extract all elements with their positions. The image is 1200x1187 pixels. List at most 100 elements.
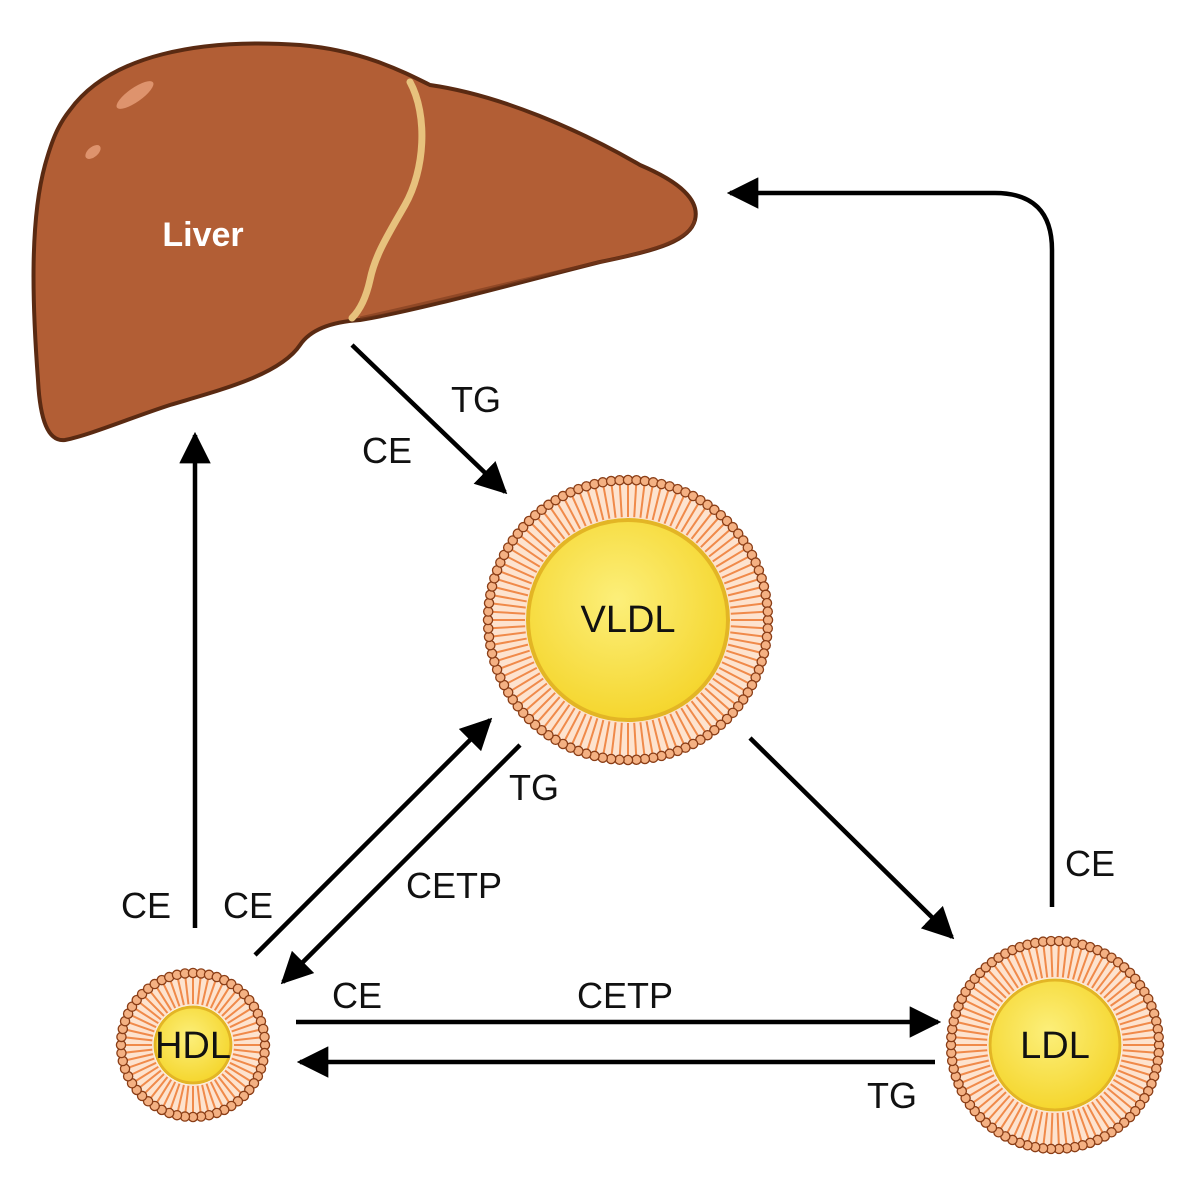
phospholipid-head xyxy=(639,753,651,765)
phospholipid-tail xyxy=(965,999,995,1016)
ldl-membrane xyxy=(945,935,1165,1155)
liver-shadow xyxy=(359,219,697,320)
phospholipid-tail xyxy=(131,1061,157,1076)
phospholipid-tail xyxy=(639,722,646,755)
phospholipid-tail xyxy=(718,666,749,684)
phospholipid-tail xyxy=(557,707,576,737)
phospholipid-tail xyxy=(217,1076,236,1099)
phospholipid-tail xyxy=(1103,1091,1128,1115)
phospholipid-tail xyxy=(723,655,755,669)
phospholipid-tail xyxy=(1117,1006,1148,1021)
phospholipid-tail xyxy=(680,503,699,533)
phospholipid-tail xyxy=(730,631,763,638)
phospholipid-head xyxy=(762,606,773,617)
phospholipid-head xyxy=(639,475,651,487)
liver-highlight-small xyxy=(85,145,101,159)
phospholipid-tail xyxy=(610,485,617,518)
arrow-ldl-to-liver xyxy=(726,177,1055,907)
phospholipid-tail xyxy=(494,594,527,603)
phospholipid-tail xyxy=(712,677,741,698)
hdl-membrane xyxy=(115,967,271,1123)
hdl-label: HDL xyxy=(155,1025,231,1067)
phospholipid-tail xyxy=(645,486,654,519)
phospholipid-tail xyxy=(602,486,611,519)
phospholipid-head xyxy=(761,631,773,643)
phospholipid-tail xyxy=(139,1002,162,1021)
phospholipid-tail xyxy=(657,490,670,522)
vldl-particle: VLDL xyxy=(482,474,774,766)
phospholipid-tail xyxy=(685,704,706,733)
phospholipid-head xyxy=(605,475,617,487)
phospholipid-tail xyxy=(139,1069,162,1088)
phospholipid-tail xyxy=(213,1079,230,1103)
phospholipid-tail xyxy=(227,1008,251,1025)
phospholipid-tail xyxy=(525,529,552,553)
phospholipid-tail xyxy=(1020,1108,1033,1139)
phospholipid-tail xyxy=(729,637,762,646)
phospholipid-tail xyxy=(988,1095,1011,1120)
phospholipid-tail xyxy=(1042,1112,1049,1144)
phospholipid-tail xyxy=(1110,986,1137,1007)
phospholipid-tail xyxy=(129,1057,155,1069)
phospholipid-tail xyxy=(1013,953,1029,984)
phospholipid-tail xyxy=(224,1069,247,1088)
phospholipid-tail xyxy=(695,517,719,544)
phospholipid-tail xyxy=(1050,945,1054,978)
phospholipid-tail xyxy=(511,672,541,691)
phospholipid-tail xyxy=(504,661,535,677)
phospholipid-tail xyxy=(730,625,764,630)
phospholipid-tail xyxy=(1042,946,1049,978)
phospholipid-tail xyxy=(708,682,736,705)
phospholipid-tail xyxy=(1122,1036,1155,1041)
phospholipid-tail xyxy=(550,507,571,536)
phospholipid-head xyxy=(760,639,771,651)
phospholipid-head xyxy=(485,639,496,651)
phospholipid-tail xyxy=(690,700,713,728)
phospholipid-tail xyxy=(564,499,582,530)
phospholipid-tail xyxy=(1099,970,1122,995)
phospholipid-tail xyxy=(221,1073,242,1094)
phospholipid-head xyxy=(762,623,773,634)
phospholipid-tail xyxy=(184,1085,190,1113)
arrow-liver-to-vldl xyxy=(350,343,508,495)
phospholipid-tail xyxy=(571,713,587,744)
phospholipid-tail xyxy=(674,499,692,530)
phospholipid-head xyxy=(597,752,609,763)
phospholipid-tail xyxy=(1081,953,1097,984)
phospholipid-tail xyxy=(639,485,646,518)
phospholipid-head xyxy=(1153,1031,1164,1043)
phospholipid-tail xyxy=(162,983,177,1009)
phospholipid-tail xyxy=(232,1029,259,1037)
phospholipid-tail xyxy=(680,707,699,737)
label-ldl-hdl-tg: TG xyxy=(867,1075,917,1116)
label-liver-vldl-tg: TG xyxy=(451,379,501,420)
phospholipid-tail xyxy=(1056,1112,1060,1145)
phospholipid-tail xyxy=(633,484,638,518)
phospholipid-tail xyxy=(1115,999,1145,1016)
phospholipid-head xyxy=(485,589,496,601)
phospholipid-tail xyxy=(715,672,745,691)
phospholipid-tail xyxy=(669,496,685,527)
phospholipid-head xyxy=(702,499,713,511)
arrows xyxy=(179,177,1055,1078)
liver-highlight xyxy=(116,81,154,109)
phospholipid-tail xyxy=(501,655,533,669)
phospholipid-tail xyxy=(704,529,731,553)
phospholipid-tail xyxy=(982,1091,1007,1115)
phospholipid-tail xyxy=(494,637,527,646)
phospholipid-tail xyxy=(520,535,548,558)
phospholipid-tail xyxy=(1120,1059,1153,1069)
phospholipid-tail xyxy=(586,718,599,750)
phospholipid-tail xyxy=(1006,957,1024,986)
label-hdl-liver-ce: CE xyxy=(121,885,171,926)
phospholipid-tail xyxy=(955,1036,988,1041)
phospholipid-tail xyxy=(690,512,713,540)
phospholipid-tail xyxy=(721,563,752,579)
label-vldl-hdl-tg: TG xyxy=(509,767,559,808)
phospholipid-tail xyxy=(543,512,566,540)
phospholipid-tail xyxy=(1056,945,1060,978)
phospholipid-tail xyxy=(633,722,638,756)
phospholipid-tail xyxy=(131,1014,157,1029)
phospholipid-head xyxy=(758,581,770,592)
phospholipid-tail xyxy=(1035,947,1044,979)
